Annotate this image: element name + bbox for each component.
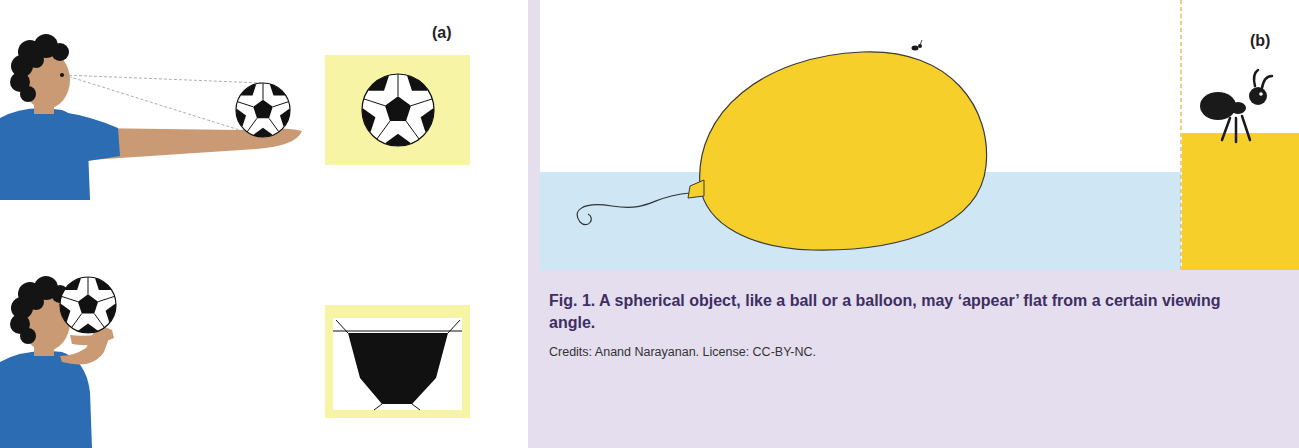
football — [228, 78, 299, 145]
closeup-pentagon — [333, 320, 462, 410]
figure-caption: Fig. 1. A spherical object, like a ball … — [549, 290, 1269, 333]
small-ant — [912, 40, 923, 51]
panel-b — [540, 0, 1299, 270]
panel-a — [0, 0, 528, 448]
football-view — [351, 67, 445, 157]
person-near — [0, 276, 112, 448]
balloon — [577, 52, 986, 250]
hand — [70, 330, 114, 345]
credits: Credits: Anand Narayanan. License: CC-BY… — [549, 344, 1269, 361]
ball-patches — [51, 272, 124, 342]
football-near — [51, 272, 124, 342]
panel-label: (b) — [1250, 30, 1270, 52]
panel-label: (a) — [432, 22, 452, 44]
ball-patches — [351, 67, 445, 157]
closeup-view — [333, 318, 462, 410]
divider-line — [1180, 0, 1181, 270]
person-far — [0, 34, 302, 200]
ant — [1200, 70, 1272, 142]
zoom-balloon-surface — [1182, 133, 1299, 270]
ball-patches — [228, 78, 299, 145]
view-inset — [325, 55, 470, 165]
closeup-inset — [325, 305, 470, 418]
